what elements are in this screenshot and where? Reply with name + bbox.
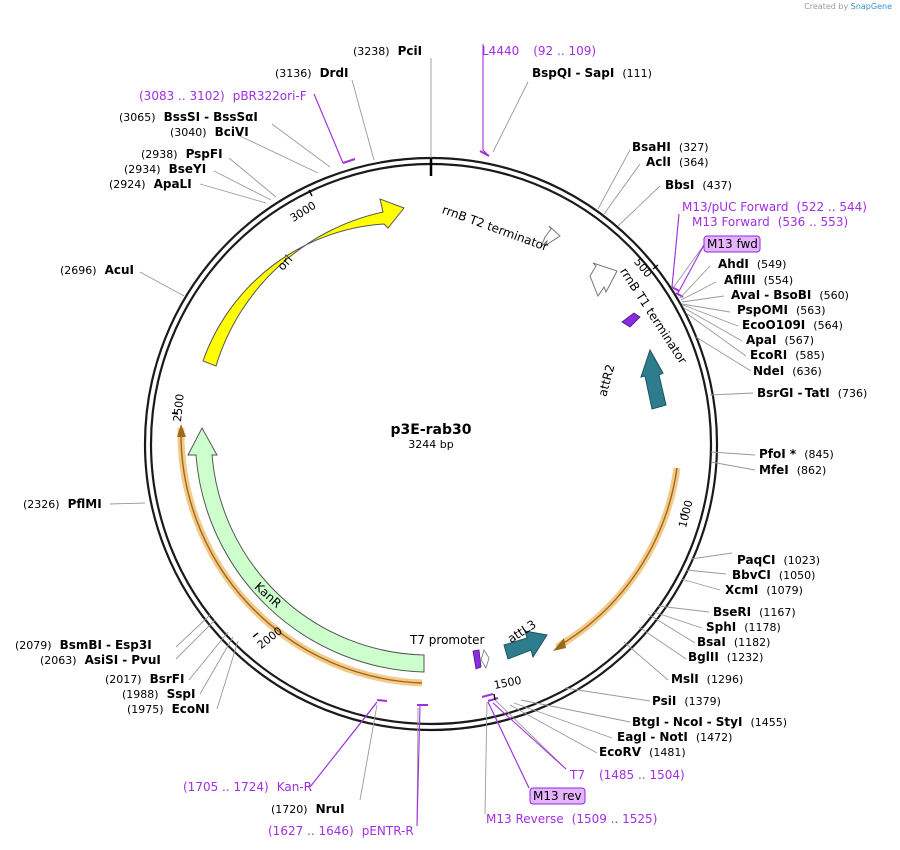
primer-arc-kanr — [376, 699, 388, 702]
m13-fwd-chip — [703, 235, 761, 253]
highlight-arc-right-head — [553, 638, 566, 651]
primer-t7: T7(1485 .. 1504) — [569, 768, 685, 782]
primer-l4440: L4440(92 .. 109) — [482, 44, 596, 58]
site-bsahi: BsaHI(327) — [632, 140, 709, 154]
primer-m13-forward: M13 Forward(536 .. 553) — [692, 215, 848, 229]
site-asisi: (2063)AsiSI-PvuI — [40, 653, 161, 667]
rrnb-t2-label: rrnB T2 terminator — [440, 202, 550, 253]
ori-label: ori — [275, 252, 296, 273]
site-acui: (2696)AcuI — [60, 263, 134, 277]
site-btgi: BtgI-NcoI-StyI(1455) — [632, 715, 787, 729]
site-bbvci: BbvCI(1050) — [732, 568, 815, 582]
white-marker-t7 — [480, 649, 490, 669]
m13-rev-chip-text: M13 rev — [533, 789, 582, 803]
tick-1500: 1500 — [493, 674, 523, 692]
site-bsssi: (3065)BssSI-BssSαI — [119, 110, 258, 124]
site-ecorv: EcoRV(1481) — [599, 745, 686, 759]
site-pfoi: PfoI *(845) — [759, 447, 834, 461]
site-drdi: (3136)DrdI — [275, 66, 349, 80]
t7-promoter-label: T7 promoter — [409, 633, 485, 647]
site-msli: MslI(1296) — [671, 672, 743, 686]
site-ndei: NdeI(636) — [753, 364, 822, 378]
plasmid-name: p3E-rab30 — [391, 422, 472, 438]
site-apai: ApaI(567) — [746, 333, 814, 347]
site-bsrfi: (2017)BsrFI — [105, 672, 184, 686]
site-bbsi: BbsI(437) — [665, 178, 732, 192]
rrnb-t2-feature — [540, 225, 561, 248]
site-ecori: EcoRI(585) — [750, 348, 825, 362]
site-econi: (1975)EcoNI — [127, 702, 210, 716]
site-bsai: BsaI(1182) — [697, 635, 770, 649]
site-eagi: EagI-NotI(1472) — [617, 730, 732, 744]
primer-kan-r: (1705 .. 1724)Kan-R — [183, 780, 312, 794]
snapgene-credit: Created by SnapGene — [804, 2, 892, 11]
attl3-feature — [503, 630, 548, 660]
highlight-arc-right — [555, 467, 681, 651]
site-bcivi: (3040)BciVI — [170, 125, 249, 139]
site-xcmi: XcmI(1079) — [725, 583, 803, 597]
highlight-arc-right-core — [556, 467, 678, 648]
tick-3000: 3000 — [288, 199, 319, 225]
site-ahdi: AhdI(549) — [718, 257, 786, 271]
scale-ticks — [171, 189, 687, 701]
rrnb-t1-feature — [589, 262, 618, 298]
primer-pbr322ori-f: (3083 .. 3102)pBR322ori-F — [139, 89, 307, 103]
highlight-arc-left-core — [180, 427, 423, 684]
site-bsrgi: BsrGI-TatI(736) — [757, 386, 867, 400]
site-bsmbi: (2079)BsmBI-Esp3I — [15, 638, 152, 652]
site-pspomi: PspOMI(563) — [737, 303, 826, 317]
site-afliii: AflIII(554) — [724, 273, 793, 287]
primer-m13puc-forward: M13/pUC Forward(522 .. 544) — [682, 200, 867, 214]
plasmid-length: 3244 bp — [408, 438, 453, 451]
site-nrui: (1720)NruI — [271, 802, 345, 816]
kanr-feature — [187, 426, 425, 673]
site-sphi: SphI(1178) — [706, 620, 781, 634]
purple-marker-1 — [621, 312, 641, 328]
highlight-arc-left-head — [177, 424, 186, 437]
primer-arc-pbr322 — [342, 158, 356, 164]
primer-arc-m13rev — [487, 697, 499, 702]
tick-2500: 2500 — [171, 393, 187, 422]
m13-rev-chip — [529, 787, 586, 805]
site-pspfi: (2938)PspFI — [141, 147, 223, 161]
site-avai: AvaI-BsoBI(560) — [731, 288, 849, 302]
primer-m13-reverse: M13 Reverse(1509 .. 1525) — [486, 812, 657, 826]
purple-marker-2 — [472, 649, 482, 670]
site-pflmi: (2326)PflMI — [23, 497, 102, 511]
primer-leader-lines — [309, 44, 705, 827]
attr2-label: attR2 — [595, 363, 617, 398]
site-psii: PsiI(1379) — [652, 694, 721, 708]
site-apali: (2924)ApaLI — [109, 177, 192, 191]
m13-fwd-chip-text: M13 fwd — [707, 237, 758, 251]
attr2-feature — [640, 348, 667, 410]
tick-1000: 1000 — [676, 499, 695, 529]
primer-pentr-r: (1627 .. 1646)pENTR-R — [268, 824, 414, 838]
site-pcii: (3238)PciI — [353, 44, 422, 58]
site-mfei: MfeI(862) — [759, 463, 826, 477]
site-bseyi: (2934)BseYI — [124, 162, 206, 176]
ori-feature — [202, 198, 405, 367]
site-ecoo109i: EcoO109I(564) — [742, 318, 843, 332]
site-acli: AclI(364) — [646, 155, 709, 169]
site-paqci: PaqCI(1023) — [737, 553, 820, 567]
primer-arc-t7 — [481, 693, 494, 698]
site-bglii: BglII(1232) — [688, 650, 763, 664]
site-sspi: (1988)SspI — [122, 687, 195, 701]
site-bspqi: BspQI-SapI(111) — [532, 66, 652, 80]
site-beseri: BseRI(1167) — [713, 605, 796, 619]
